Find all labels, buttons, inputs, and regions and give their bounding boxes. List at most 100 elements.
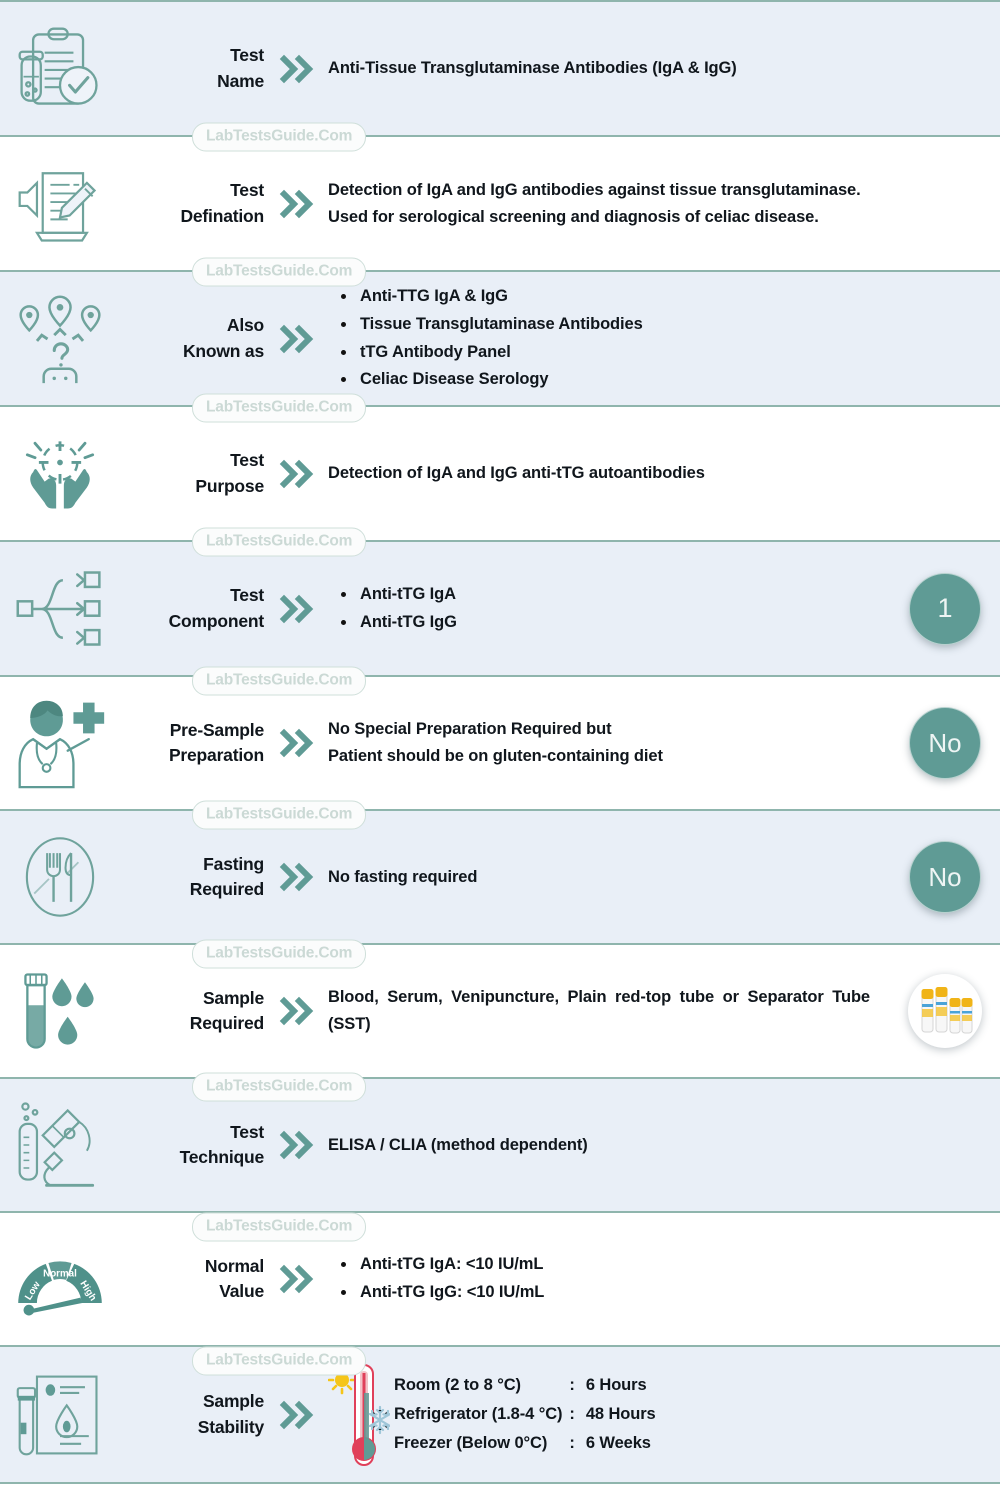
doctor-plus-icon	[0, 689, 120, 797]
row-value-line2: Used for serological screening and diagn…	[328, 207, 819, 226]
row-test-component: Test Component Anti-tTG IgA Anti-tTG IgG…	[0, 540, 1000, 675]
row-value-line1: Detection of IgA and IgG antibodies agai…	[328, 180, 861, 199]
row-badge: 1	[890, 572, 1000, 645]
row-label: Test Defination	[120, 178, 270, 229]
stability-condition: Freezer (Below 0°C)	[394, 1433, 548, 1452]
stability-separator: :	[569, 1433, 575, 1452]
stability-table: Room (2 to 8 °C) : 6 Hours Refrigerator …	[394, 1371, 656, 1457]
status-badge: 1	[909, 572, 981, 645]
table-row: Refrigerator (1.8-4 °C) : 48 Hours	[394, 1400, 656, 1429]
row-label-line1: Test	[230, 1121, 264, 1142]
status-badge: No	[909, 707, 981, 779]
chevron-double-right-icon	[270, 189, 328, 219]
row-label-line1: Test	[230, 180, 264, 201]
table-row: Freezer (Below 0°C) : 6 Weeks	[394, 1429, 656, 1458]
row-label: Sample Stability	[120, 1389, 270, 1440]
snowflake-icon	[368, 1405, 392, 1434]
row-value: Blood, Serum, Venipuncture, Plain red-to…	[328, 988, 870, 1033]
watermark: LabTestsGuide.Com	[192, 1212, 367, 1242]
collection-tubes-photo-icon	[908, 974, 982, 1048]
chevron-double-right-icon	[270, 1400, 328, 1430]
row-label-line2: Purpose	[195, 475, 264, 496]
row-label-line2: Component	[168, 610, 265, 631]
row-value: Detection of IgA and IgG anti-tTG autoan…	[328, 464, 705, 483]
alias-question-pins-icon	[0, 285, 120, 393]
row-label-line1: Sample	[202, 1391, 264, 1412]
watermark: LabTestsGuide.Com	[192, 939, 367, 969]
row-pre-sample-preparation: Pre-Sample Preparation No Special Prepar…	[0, 675, 1000, 809]
row-label-line1: Sample	[202, 987, 264, 1008]
list-item: Anti-tTG IgG: <10 IU/mL	[328, 1279, 870, 1307]
fork-knife-icon	[0, 825, 120, 929]
row-sample-required: Sample Required Blood, Serum, Venipunctu…	[0, 943, 1000, 1077]
watermark: LabTestsGuide.Com	[192, 666, 367, 696]
list-item: Anti-TTG IgA & IgG	[328, 283, 870, 311]
branching-components-icon	[0, 555, 120, 663]
row-label: Sample Required	[120, 986, 270, 1037]
row-value: No Special Preparation Required but Pati…	[328, 716, 890, 769]
gauge-low-normal-high-icon: Low Normal High	[0, 1233, 120, 1325]
row-label-line2: Technique	[179, 1147, 265, 1167]
clipboard-checklist-icon	[0, 15, 120, 123]
row-label: Test Name	[120, 43, 270, 94]
row-label-line2: Defination	[180, 205, 264, 226]
list-item: Anti-tTG IgG	[328, 609, 870, 637]
row-value: Room (2 to 8 °C) : 6 Hours Refrigerator …	[327, 1363, 890, 1467]
row-label-line1: Fasting	[203, 853, 264, 874]
microscope-tube-icon	[0, 1091, 120, 1199]
row-value: Anti-TTG IgA & IgG Tissue Transglutamina…	[328, 283, 890, 394]
row-label-line2: Required	[189, 1013, 264, 1033]
watermark: LabTestsGuide.Com	[192, 122, 367, 152]
chevron-double-right-icon	[270, 728, 328, 758]
watermark: LabTestsGuide.Com	[192, 257, 367, 287]
row-test-purpose: Test Purpose Detection of IgA and IgG an…	[0, 405, 1000, 540]
row-label-line1: Also	[226, 315, 264, 336]
watermark: LabTestsGuide.Com	[192, 1346, 367, 1376]
row-value-line1: No Special Preparation Required but	[328, 720, 612, 739]
row-label-line2: Name	[217, 70, 264, 91]
stability-condition: Refrigerator (1.8-4 °C)	[394, 1405, 563, 1424]
row-value: Detection of IgA and IgG antibodies agai…	[328, 177, 890, 230]
row-label: Fasting Required	[120, 852, 270, 903]
row-label: Test Purpose	[120, 448, 270, 499]
row-label-line1: Pre-Sample	[169, 719, 264, 740]
stability-condition: Room (2 to 8 °C)	[394, 1376, 521, 1395]
row-label: Test Component	[120, 583, 270, 634]
watermark: LabTestsGuide.Com	[192, 393, 367, 423]
component-list: Anti-tTG IgA Anti-tTG IgG	[328, 581, 870, 636]
row-value: ELISA / CLIA (method dependent)	[328, 1135, 588, 1154]
stability-duration: 6 Hours	[585, 1376, 647, 1395]
row-normal-value: Low Normal High Normal Value Anti-tTG Ig…	[0, 1211, 1000, 1345]
table-row: Room (2 to 8 °C) : 6 Hours	[394, 1371, 656, 1400]
row-badge	[890, 974, 1000, 1048]
row-sample-stability: Sample Stability	[0, 1345, 1000, 1484]
stability-separator: :	[569, 1376, 575, 1395]
stability-icon-group	[327, 1363, 392, 1467]
row-value: Anti-Tissue Transglutaminase Antibodies …	[328, 59, 737, 78]
tube-blood-drops-icon	[0, 957, 120, 1065]
row-label-line2: Preparation	[168, 745, 264, 765]
row-label-line2: Stability	[197, 1416, 264, 1437]
watermark: LabTestsGuide.Com	[192, 800, 367, 830]
document-pencil-announce-icon	[0, 150, 120, 258]
row-label: Test Technique	[120, 1120, 270, 1171]
row-label-line2: Required	[189, 879, 264, 899]
row-test-definition: Test Defination Detection of IgA and IgG…	[0, 135, 1000, 270]
row-fasting-required: Fasting Required No fasting required No	[0, 809, 1000, 943]
row-also-known-as: Also Known as Anti-TTG IgA & IgG Tissue …	[0, 270, 1000, 405]
row-value: No fasting required	[328, 867, 478, 886]
gauge-label-normal: Normal	[43, 1268, 77, 1279]
list-item: Anti-tTG IgA: <10 IU/mL	[328, 1251, 870, 1279]
watermark: LabTestsGuide.Com	[192, 1072, 367, 1102]
list-item: Tissue Transglutaminase Antibodies	[328, 311, 870, 339]
list-item: Celiac Disease Serology	[328, 366, 870, 394]
row-label: Pre-Sample Preparation	[120, 718, 270, 769]
row-label: Also Known as	[120, 313, 270, 364]
tube-report-drop-icon	[0, 1361, 120, 1469]
chevron-double-right-icon	[270, 594, 328, 624]
hands-target-icon	[0, 420, 120, 528]
row-test-name: Test Name Anti-Tissue Transglutaminase A…	[0, 0, 1000, 135]
list-item: tTG Antibody Panel	[328, 339, 870, 367]
row-label-line1: Normal	[204, 1255, 264, 1276]
